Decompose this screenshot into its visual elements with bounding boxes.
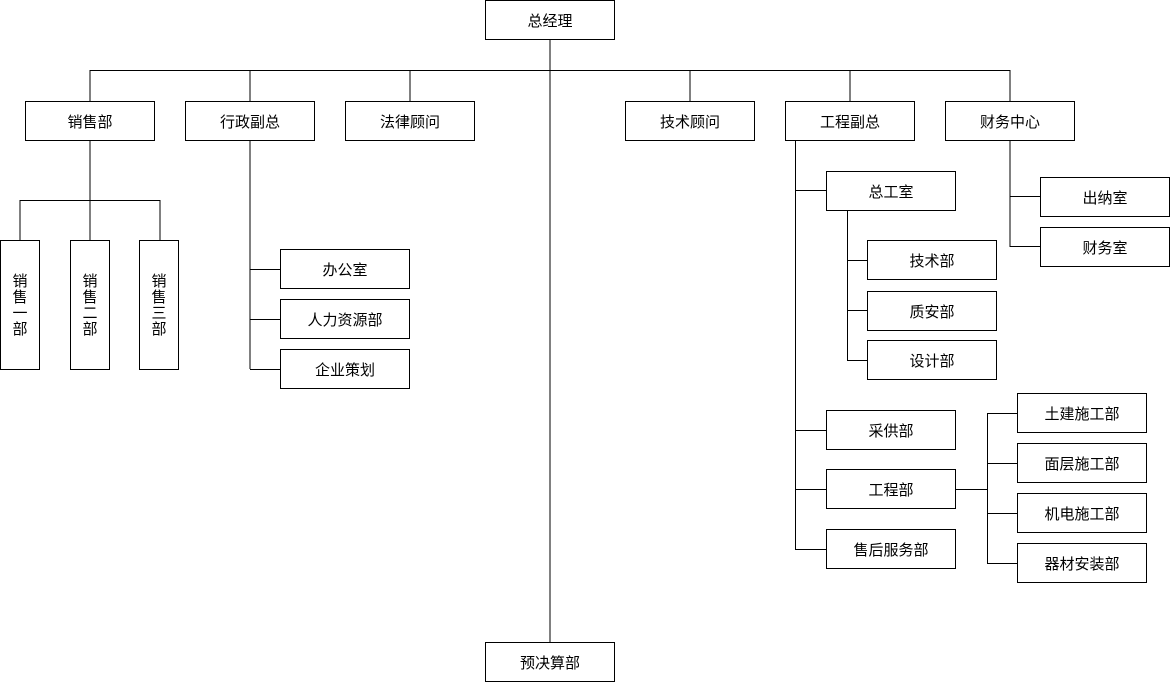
node-tech-dept: 技术部 <box>867 240 997 280</box>
node-chief-engineer-office: 总工室 <box>826 171 956 211</box>
node-sales-dept: 销售部 <box>25 101 155 141</box>
node-tech-consultant: 技术顾问 <box>625 101 755 141</box>
node-procurement-dept: 采供部 <box>826 410 956 450</box>
node-engineering-vp: 工程副总 <box>785 101 915 141</box>
node-admin-vp: 行政副总 <box>185 101 315 141</box>
node-budget-dept: 预决算部 <box>485 642 615 682</box>
node-civil-construction: 土建施工部 <box>1017 393 1147 433</box>
node-sales-unit-1: 销售一部 <box>0 240 40 370</box>
node-quality-safety-dept: 质安部 <box>867 291 997 331</box>
node-office: 办公室 <box>280 249 410 289</box>
node-engineering-dept: 工程部 <box>826 469 956 509</box>
node-surface-construction: 面层施工部 <box>1017 443 1147 483</box>
node-hr-dept: 人力资源部 <box>280 299 410 339</box>
node-accounting-office: 财务室 <box>1040 227 1170 267</box>
node-mep-construction: 机电施工部 <box>1017 493 1147 533</box>
node-general-manager: 总经理 <box>485 0 615 40</box>
node-sales-unit-2: 销售二部 <box>70 240 110 370</box>
node-sales-unit-3: 销售三部 <box>139 240 179 370</box>
node-design-dept: 设计部 <box>867 340 997 380</box>
node-equipment-installation: 器材安装部 <box>1017 543 1147 583</box>
node-after-sales-dept: 售后服务部 <box>826 529 956 569</box>
node-finance-center: 财务中心 <box>945 101 1075 141</box>
node-cashier-office: 出纳室 <box>1040 177 1170 217</box>
node-legal-consultant: 法律顾问 <box>345 101 475 141</box>
node-planning: 企业策划 <box>280 349 410 389</box>
